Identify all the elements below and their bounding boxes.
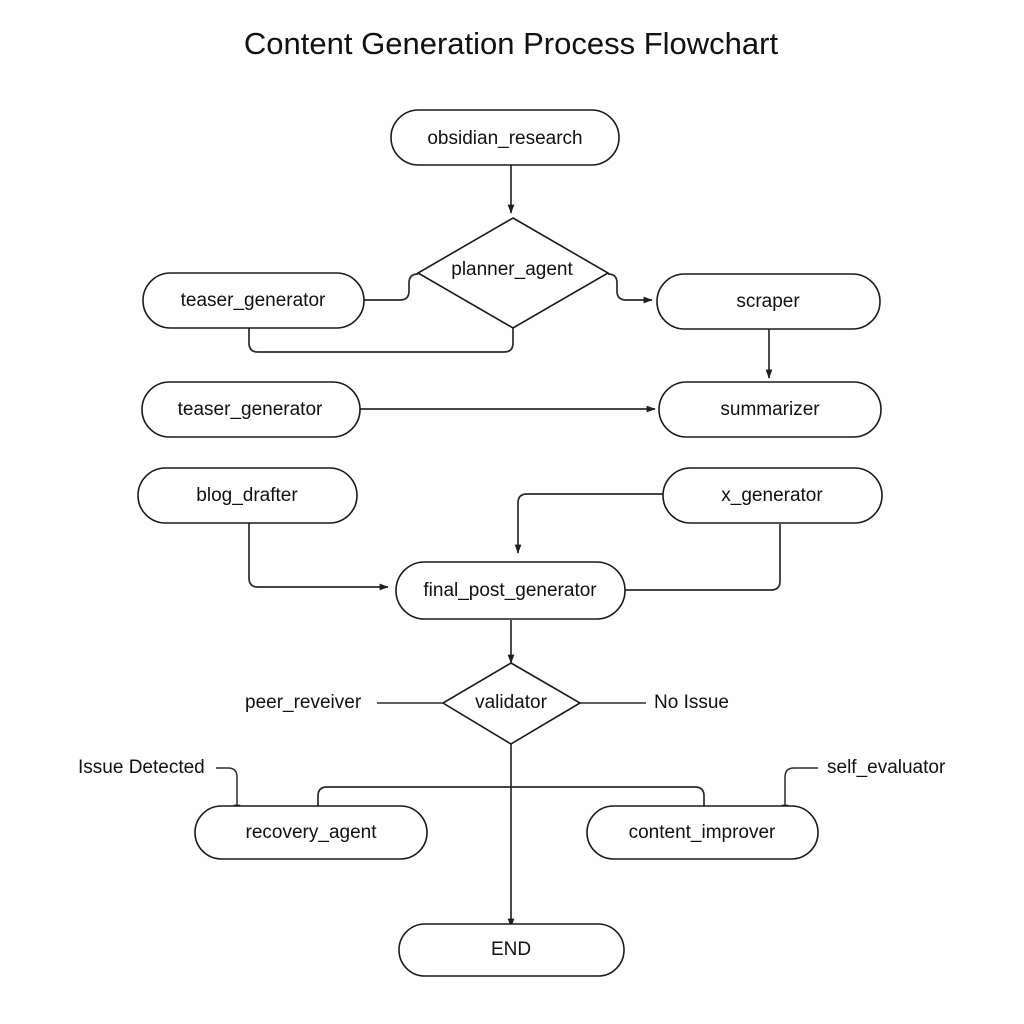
node-summarizer[interactable]: summarizer [658, 381, 882, 438]
edge-label-peer-reviewer: peer_reveiver [245, 692, 362, 713]
edge-blog-drafter-to-final-post-generator [248, 523, 389, 591]
node-recovery-agent-label: recovery_agent [246, 822, 378, 843]
node-final-post-generator-shape[interactable] [395, 561, 626, 620]
node-teaser-generator-2-shape[interactable] [141, 381, 361, 438]
edge-label-issue-detected: Issue Detected [78, 757, 205, 778]
node-summarizer-label: summarizer [720, 399, 820, 420]
node-final-post-generator-label: final_post_generator [423, 580, 597, 601]
edge-final-post-generator-to-x-generator [625, 524, 781, 591]
edge-planner-agent-to-scraper [607, 273, 653, 304]
node-blog-drafter-shape[interactable] [137, 467, 358, 524]
node-recovery-agent-shape[interactable] [194, 805, 428, 860]
node-teaser-generator-1-label: teaser_generator [181, 290, 326, 311]
node-x-generator-shape[interactable] [662, 467, 883, 524]
page-title: Content Generation Process Flowchart [244, 26, 779, 61]
node-planner-agent-shape[interactable] [416, 217, 610, 329]
node-validator-label: validator [475, 692, 547, 713]
node-content-improver[interactable]: content_improver [586, 805, 819, 860]
node-end-shape[interactable] [398, 923, 625, 977]
node-obsidian-research[interactable]: obsidian_research [390, 109, 620, 166]
node-obsidian-research-shape[interactable] [390, 109, 620, 166]
node-content-improver-shape[interactable] [586, 805, 819, 860]
node-content-improver-label: content_improver [629, 822, 776, 843]
node-teaser-generator-1[interactable]: teaser_generator [142, 272, 365, 329]
node-summarizer-shape[interactable] [658, 381, 882, 438]
node-end-label: END [491, 939, 531, 960]
edge-teaser-generator-to-planner-agent [364, 273, 419, 301]
node-planner-agent-label: planner_agent [451, 259, 573, 280]
node-recovery-agent[interactable]: recovery_agent [194, 805, 428, 860]
node-end[interactable]: END [398, 923, 625, 977]
node-teaser-generator-1-shape[interactable] [142, 272, 365, 329]
node-obsidian-research-label: obsidian_research [427, 128, 582, 149]
node-blog-drafter-label: blog_drafter [196, 485, 298, 506]
edge-label-no-issue: No Issue [654, 692, 729, 713]
node-scraper-shape[interactable] [656, 273, 881, 330]
edge-issue-detected-to-recovery-agent [216, 767, 241, 814]
node-blog-drafter[interactable]: blog_drafter [137, 467, 358, 524]
node-scraper-label: scraper [736, 291, 800, 312]
node-validator-shape[interactable] [441, 662, 582, 745]
node-final-post-generator[interactable]: final_post_generator [395, 561, 626, 620]
node-validator[interactable]: validator [441, 662, 582, 745]
edge-validator-bus-to-branches [317, 786, 705, 806]
node-teaser-generator-2-label: teaser_generator [178, 399, 323, 420]
node-x-generator[interactable]: x_generator [662, 467, 883, 524]
node-planner-agent[interactable]: planner_agent [416, 217, 610, 329]
edge-label-self-evaluator: self_evaluator [827, 757, 946, 778]
node-scraper[interactable]: scraper [656, 273, 881, 330]
edge-self-evaluator-to-content-improver [781, 767, 818, 814]
node-x-generator-label: x_generator [721, 485, 823, 506]
edge-planner-agent-to-teaser-generator-loop [248, 328, 514, 353]
edge-x-generator-to-final-post-generator [514, 493, 665, 554]
node-teaser-generator-2[interactable]: teaser_generator [141, 381, 361, 438]
